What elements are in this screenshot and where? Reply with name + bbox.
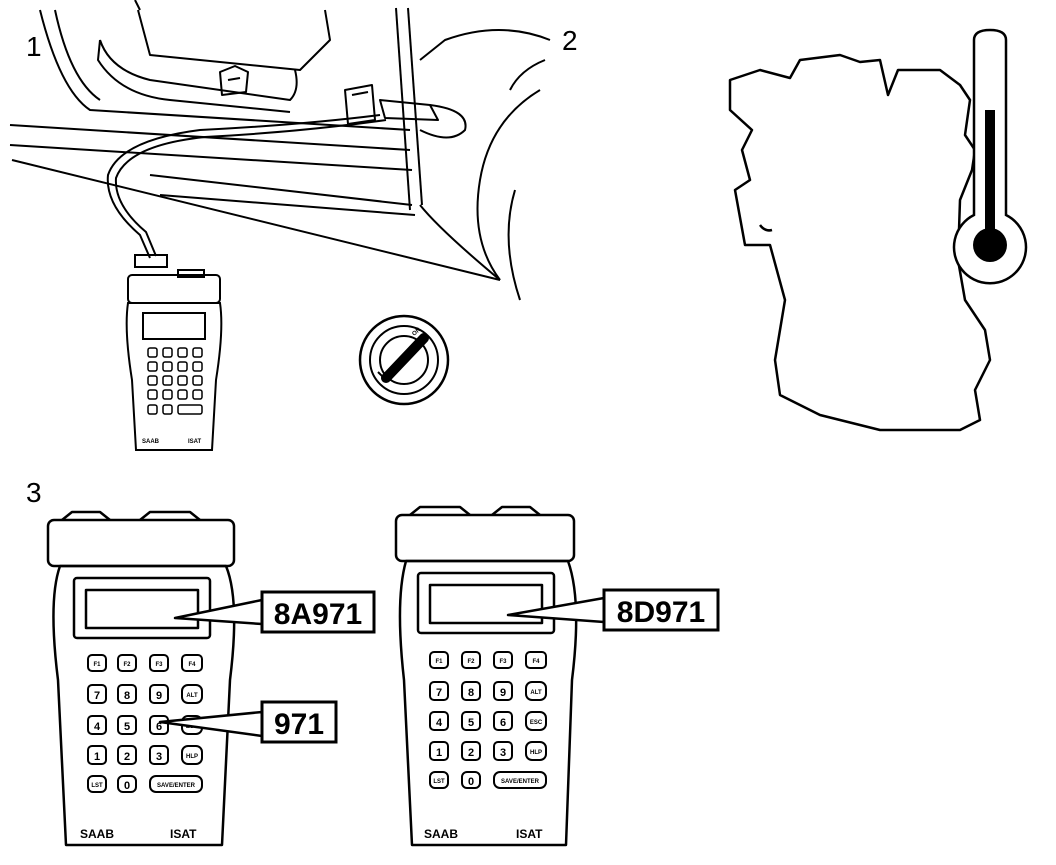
key-label: 9 — [156, 690, 162, 702]
key-label: ALT — [530, 690, 542, 696]
key-label: 6 — [500, 717, 506, 729]
tester-right: F1 F2 F3 F4 7 8 9 ALT 4 5 6 ESC 1 2 3 HL… — [396, 507, 718, 845]
key-label: ALT — [186, 693, 198, 699]
key-label: F2 — [123, 662, 131, 668]
tester-small — [127, 255, 222, 450]
key-label: 4 — [436, 717, 443, 729]
tester-small-brand-right: ISAT — [188, 439, 202, 445]
display-callout-text: 8D971 — [617, 596, 705, 629]
temperature-thermometer-icon — [954, 30, 1026, 283]
key-label: F4 — [188, 662, 196, 668]
key-label: F2 — [467, 659, 475, 665]
key-label: F1 — [435, 659, 443, 665]
display-callout-pointer — [508, 598, 604, 622]
tester-right-brand-left: SAAB — [424, 827, 458, 841]
key-label: 3 — [500, 747, 506, 759]
key-label: ESC — [530, 720, 543, 726]
display-callout-pointer — [175, 600, 262, 624]
key-label: HLP — [530, 750, 542, 756]
key-label: 5 — [468, 717, 474, 729]
step-1-number: 1 — [26, 31, 42, 62]
key-label: F1 — [93, 662, 101, 668]
key-label: 1 — [94, 751, 100, 763]
key-label: 7 — [436, 687, 442, 699]
tester-right-brand-right: ISAT — [516, 827, 543, 841]
key-label: 2 — [468, 747, 474, 759]
key-label: 8 — [468, 687, 474, 699]
key-label: F3 — [499, 659, 507, 665]
key-label: 0 — [468, 776, 474, 788]
ignition-key-switch — [360, 316, 448, 404]
key-label: 5 — [124, 721, 130, 733]
step-3-number: 3 — [26, 477, 42, 508]
tester-left-brand-right: ISAT — [170, 827, 197, 841]
engine-outline — [730, 55, 990, 430]
key-label: LST — [433, 779, 445, 785]
display-callout-text: 8A971 — [274, 598, 362, 631]
key-callout-text: 971 — [274, 708, 324, 741]
key-label: 0 — [124, 780, 130, 792]
key-label: F3 — [155, 662, 163, 668]
key-label: LST — [91, 783, 103, 789]
tester-right-keypad — [430, 652, 546, 788]
key-label: 8 — [124, 690, 130, 702]
step-2-number: 2 — [562, 25, 578, 56]
tester-left-brand-left: SAAB — [80, 827, 114, 841]
key-label: F4 — [532, 659, 540, 665]
car-door-sill-illustration — [10, 0, 550, 300]
key-callout-pointer — [160, 712, 262, 736]
tester-small-brand-left: SAAB — [142, 439, 160, 445]
key-label: 3 — [156, 751, 162, 763]
tester-small-keypad — [148, 348, 202, 414]
key-label: 4 — [94, 721, 101, 733]
tester-left: F1 F2 F3 F4 7 8 9 ALT 4 5 6 ESC 1 2 3 HL… — [48, 512, 374, 845]
key-label: 9 — [500, 687, 506, 699]
key-label: 1 — [436, 747, 442, 759]
key-label: 2 — [124, 751, 130, 763]
key-label: HLP — [186, 754, 198, 760]
key-label: 7 — [94, 690, 100, 702]
key-label: SAVE/ENTER — [501, 779, 540, 785]
key-label: SAVE/ENTER — [157, 783, 196, 789]
